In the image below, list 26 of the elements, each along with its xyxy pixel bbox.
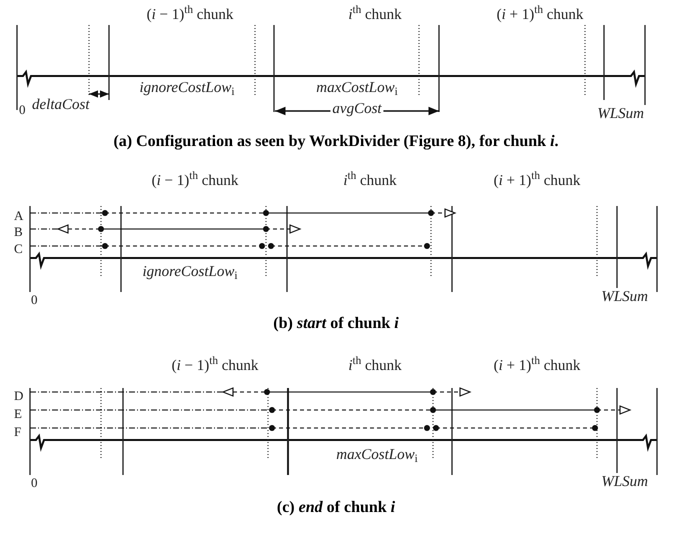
axis-label: ignoreCostLow$_{i}$ (137, 79, 237, 98)
subfigure-caption: (a) Configuration as seen by WorkDivider (Figure 8), for chunk i. (113, 132, 559, 152)
chunk-label: (i + 1)$^{th}$ chunk (494, 170, 580, 191)
axis-label: ignoreCostLow$_{i}$ (140, 263, 240, 282)
axis-label: 0 (31, 291, 38, 309)
axis-label: D (14, 387, 24, 405)
chunk-label: (i − 1)$^{th}$ chunk (152, 170, 238, 191)
chunk-label: i$^{th}$ chunk (348, 4, 402, 25)
chunk-label: i$^{th}$ chunk (343, 170, 397, 191)
chunk-label: (i + 1)$^{th}$ chunk (496, 4, 584, 25)
axis-label: maxCostLow$_{i}$ (314, 79, 400, 98)
chunk-label: i$^{th}$ chunk (348, 355, 402, 376)
axis-label: maxCostLow$_{i}$ (334, 446, 420, 465)
axis-label: C (14, 240, 23, 258)
axis-label: A (14, 207, 24, 225)
axis-label: 0 (19, 101, 26, 119)
subfigure-caption: (b) start of chunk i (273, 314, 399, 334)
chunk-label: (i + 1)$^{th}$ chunk (494, 355, 580, 376)
axis-label: B (14, 223, 23, 241)
axis-label: E (14, 405, 22, 423)
axis-label: F (14, 423, 22, 441)
axis-label: avgCost (330, 100, 384, 119)
chunk-label: (i − 1)$^{th}$ chunk (146, 4, 234, 25)
axis-label: 0 (31, 474, 38, 492)
chunk-label: (i − 1)$^{th}$ chunk (172, 355, 258, 376)
subfigure-caption: (c) end of chunk i (276, 498, 396, 518)
